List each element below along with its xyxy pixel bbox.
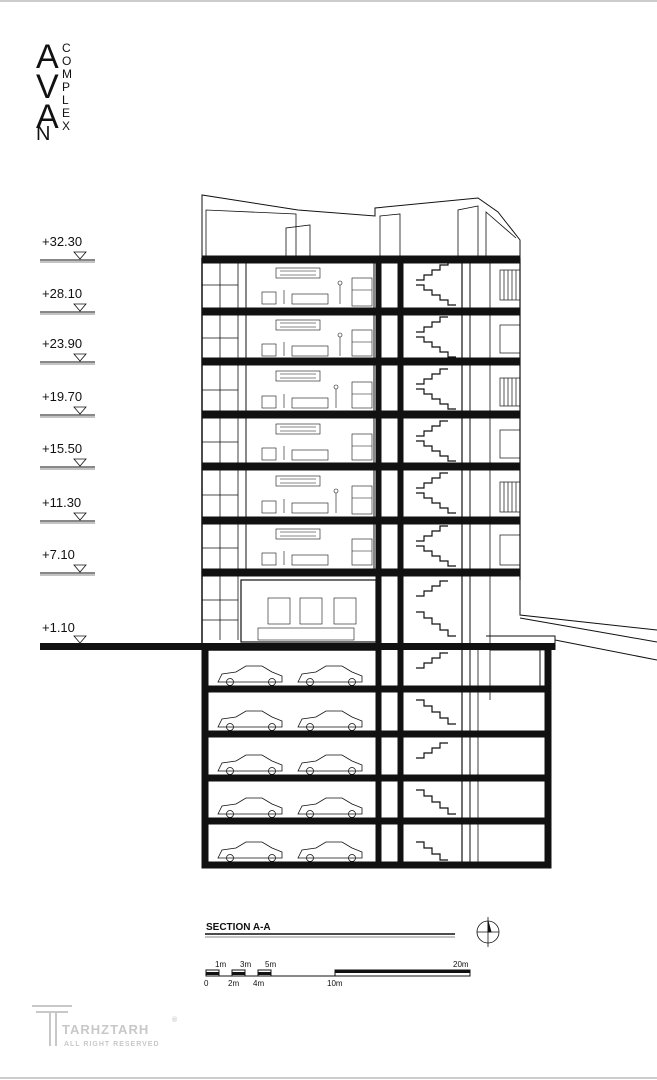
level-marker: +11.30 (40, 495, 95, 524)
title-letter: N (36, 123, 50, 145)
watermark-registered: ® (172, 1016, 178, 1024)
staircase (416, 260, 456, 861)
car (217, 665, 283, 686)
car (217, 754, 283, 775)
subtitle-letter: X (62, 119, 71, 133)
floor-slab (201, 357, 521, 366)
section-title-block: SECTION A-A (205, 922, 455, 938)
scale-label: 20m (453, 960, 469, 969)
level-label: +28.10 (42, 286, 82, 301)
title-letter: A (36, 38, 59, 76)
section-title: SECTION A-A (206, 922, 271, 933)
building-section (201, 194, 657, 869)
car (297, 841, 363, 862)
scale-bar: 1m 3m 5m 20m 0 2m 4m 10m (204, 960, 471, 988)
project-title: A V A N (36, 38, 59, 145)
basement-slab (201, 774, 552, 782)
level-label: +11.30 (42, 495, 81, 510)
scale-label: 5m (265, 960, 276, 969)
car (297, 797, 363, 818)
car (297, 665, 363, 686)
basement-slab (201, 817, 552, 825)
scale-label: 10m (327, 979, 343, 988)
watermark: TARHZTARH ® ALL RIGHT RESERVED (32, 1005, 178, 1048)
subtitle-letter: P (62, 80, 71, 94)
facade-left (202, 263, 239, 640)
level-label: +19.70 (42, 389, 82, 404)
watermark-brand: TARHZTARH (62, 1022, 149, 1037)
scale-label: 3m (240, 960, 251, 969)
title-letter: A (36, 98, 59, 136)
car (297, 754, 363, 775)
car (217, 710, 283, 731)
subtitle-letter: M (62, 67, 73, 81)
scale-label: 1m (215, 960, 226, 969)
level-markers: +32.30 +28.10 +23.90 +19.70 +15.50 (40, 234, 95, 644)
entrance-ramp (486, 580, 657, 690)
level-marker: +7.10 (40, 547, 95, 576)
level-marker: +15.50 (40, 441, 95, 470)
scale-label: 4m (253, 979, 264, 988)
level-marker: +23.90 (40, 336, 95, 365)
car (217, 797, 283, 818)
project-subtitle: C O M P L E X (62, 41, 73, 133)
level-label: +23.90 (42, 336, 82, 351)
level-label: +1.10 (42, 620, 75, 635)
floor-slab (201, 410, 521, 419)
car (297, 710, 363, 731)
floor-slab (201, 307, 521, 316)
level-marker: +19.70 (40, 389, 95, 418)
basement-slab (201, 861, 552, 869)
car (217, 841, 283, 862)
north-arrow-icon (476, 917, 500, 947)
floor-slab (201, 462, 521, 471)
watermark-tagline: ALL RIGHT RESERVED (64, 1041, 160, 1048)
level-marker: +28.10 (40, 286, 95, 315)
basement-slab (201, 685, 552, 693)
subtitle-letter: L (62, 93, 70, 107)
level-marker: +32.30 (40, 234, 95, 263)
level-marker: +1.10 (42, 620, 87, 644)
furniture (257, 267, 373, 641)
basement-slab (201, 730, 552, 738)
floor-slab (201, 516, 521, 525)
title-letter: V (36, 68, 59, 106)
level-label: +32.30 (42, 234, 82, 249)
scale-label: 0 (204, 979, 209, 988)
level-label: +7.10 (42, 547, 75, 562)
subtitle-letter: E (62, 106, 71, 120)
floor-slab (201, 255, 521, 264)
subtitle-letter: C (62, 41, 72, 55)
scale-label: 2m (228, 979, 239, 988)
ground-slab (40, 643, 555, 650)
roof-profile (201, 194, 521, 258)
subtitle-letter: O (62, 54, 72, 68)
floor-slab (201, 568, 521, 577)
room-walls (240, 263, 377, 643)
watermark-logo-icon (32, 1005, 72, 1046)
parked-cars (217, 665, 363, 862)
facade-right (499, 269, 521, 566)
level-label: +15.50 (42, 441, 82, 456)
